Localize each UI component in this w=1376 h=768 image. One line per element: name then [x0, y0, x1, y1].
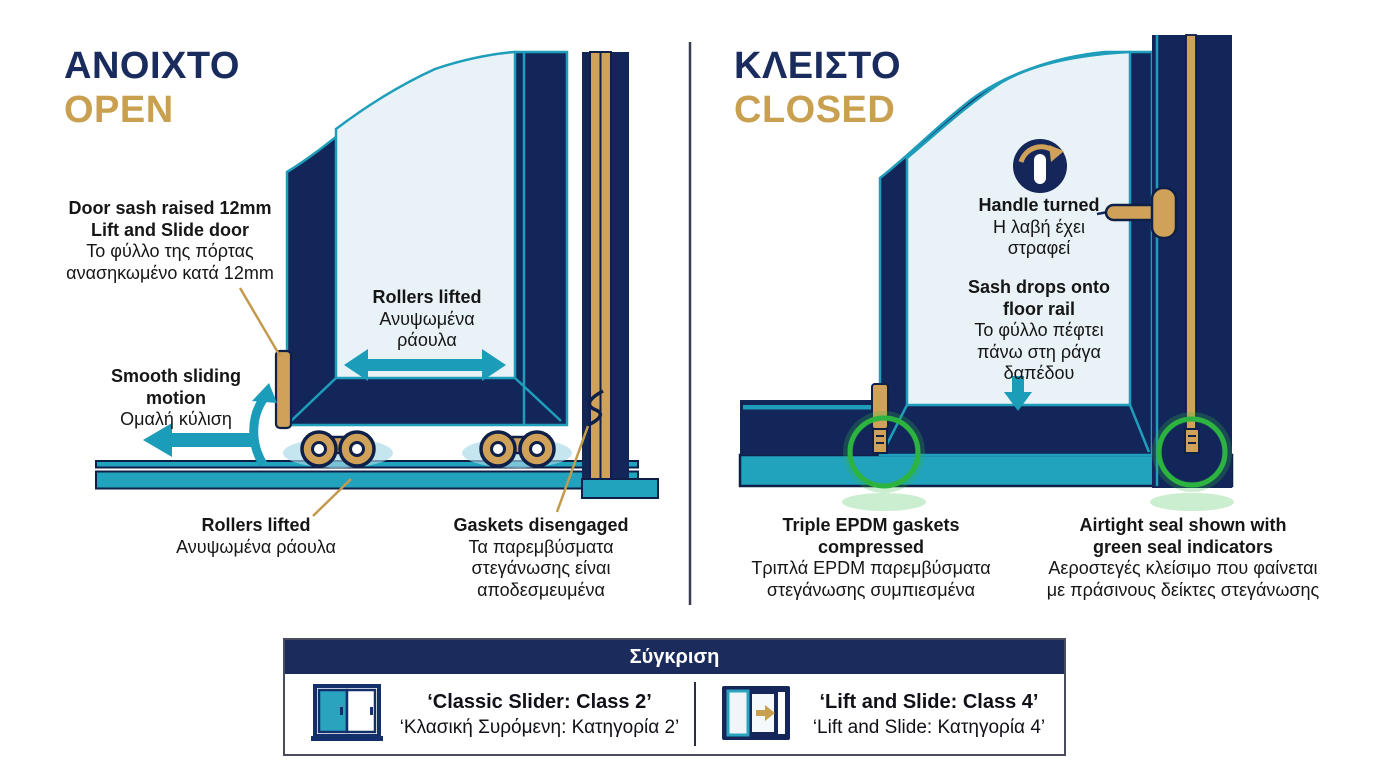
classic-slider-gr: ‘Κλασική Συρόμενη: Κατηγορία 2’ — [399, 716, 680, 738]
label-line: compressed — [817, 536, 925, 557]
gaskets-disengaged-label: Gaskets disengaged Τα παρεμβύσματα στεγά… — [453, 515, 628, 601]
closed-title-greek: ΚΛΕΙΣΤΟ — [734, 45, 902, 87]
door-handle-base — [1150, 186, 1178, 240]
lift-curved-arrowhead — [252, 383, 277, 403]
raised-gasket-bar — [274, 349, 293, 430]
rollers-lifted-floor-label: Rollers lifted Ανυψωμένα ράουλα — [176, 515, 336, 558]
classic-slider-text: ‘Classic Slider: Class 2’ ‘Κλασική Συρόμ… — [385, 689, 694, 740]
compressed-gasket-icon — [1184, 428, 1200, 454]
rollers-lifted-glass-label: Rollers lifted Ανυψωμένα ράουλα — [372, 287, 481, 352]
label-line: Rollers lifted — [201, 515, 311, 535]
closed-door-diagram — [738, 34, 1234, 511]
label-line: Gaskets disengaged — [453, 515, 629, 535]
label-line: αποδεσμευμένα — [477, 579, 605, 600]
label-line: Lift and Slide door — [90, 219, 249, 240]
triple-epdm-label: Triple EPDM gaskets compressed Τριπλά EP… — [751, 515, 990, 601]
open-title-english: OPEN — [64, 89, 174, 131]
interlock-accent — [743, 405, 873, 410]
label-line: Smooth sliding — [111, 366, 241, 386]
label-line: Triple EPDM gaskets — [782, 515, 960, 535]
closed-title-english: CLOSED — [734, 89, 896, 131]
sash-drops-label: Sash drops onto floor rail Το φύλλο πέφτ… — [968, 277, 1110, 385]
pointer-line — [555, 425, 590, 513]
comparison-table: Σύγκριση ‘Classic Slider: Class 2’ ‘Κλασ… — [283, 638, 1066, 756]
gasket-notches — [876, 435, 884, 444]
label-line: Airtight seal shown with — [1079, 515, 1287, 535]
label-line: Ανυψωμένα ράουλα — [176, 536, 336, 557]
drop-down-arrow-icon — [1004, 376, 1032, 411]
label-line: Ομαλή κύλιση — [120, 409, 232, 429]
label-line: Το φύλλο πέφτει — [974, 320, 1104, 340]
label-line: δαπέδου — [1003, 363, 1075, 383]
classic-slider-icon — [311, 684, 383, 741]
lift-slide-en: ‘Lift and Slide: Class 4’ — [819, 690, 1039, 713]
label-line: Τα παρεμβύσματα — [468, 536, 614, 557]
label-line: πάνω στη ράγα — [977, 341, 1101, 362]
lift-slide-text: ‘Lift and Slide: Class 4’ ‘Lift and Slid… — [794, 689, 1064, 740]
green-seal-indicator — [1156, 416, 1228, 488]
label-line: Rollers lifted — [372, 287, 482, 307]
smooth-sliding-label: Smooth sliding motion Ομαλή κύλιση — [111, 366, 241, 431]
open-title: ΑΝΟΙΧΤΟ OPEN — [64, 44, 240, 132]
label-line: στεγάνωσης συμπιεσμένα — [766, 579, 976, 600]
open-door-diagram — [95, 50, 659, 517]
rotate-handle-icon — [1013, 139, 1067, 193]
double-arrow-icon — [344, 349, 506, 381]
floor-rail — [738, 453, 1234, 488]
comparison-table-body: ‘Classic Slider: Class 2’ ‘Κλασική Συρόμ… — [285, 674, 1064, 754]
label-line: Η λαβή έχει — [992, 216, 1085, 237]
label-line: Handle turned — [978, 195, 1100, 215]
rollers — [300, 430, 556, 468]
label-line: με πράσινους δείκτες στεγάνωσης — [1046, 579, 1320, 600]
label-line: Door sash raised 12mm — [68, 198, 272, 218]
label-line: ανασηκωμένο κατά 12mm — [66, 262, 274, 283]
gasket-notches — [1188, 435, 1196, 444]
label-line: Τριπλά EPDM παρεμβύσματα — [751, 558, 991, 578]
label-line: ράουλα — [397, 330, 457, 350]
label-line: Αεροστεγές κλείσιμο που φαίνεται — [1048, 558, 1318, 578]
floor-rail-step — [581, 478, 659, 499]
comparison-table-header: Σύγκριση — [285, 640, 1064, 674]
lift-slide-cell: ‘Lift and Slide: Class 4’ ‘Lift and Slid… — [694, 674, 1064, 754]
seal-glow — [842, 493, 926, 511]
lift-slide-icon — [721, 686, 790, 740]
door-sash-label: Door sash raised 12mm Lift and Slide doo… — [66, 198, 274, 284]
glass-pane — [334, 50, 517, 380]
pointer-line — [238, 287, 282, 357]
pointer-line — [312, 478, 352, 517]
comparison-header-text: Σύγκριση — [629, 646, 720, 668]
label-line: Ανυψωμένα — [379, 308, 475, 329]
label-line: floor rail — [1002, 298, 1076, 319]
label-line: Sash drops onto — [967, 277, 1111, 297]
bevel-line — [1128, 404, 1151, 453]
floor-rail-main — [95, 470, 639, 490]
label-line: motion — [146, 387, 206, 408]
compressed-gasket-icon — [872, 428, 888, 454]
bevel-line — [290, 377, 337, 422]
label-line: στραφεί — [1007, 238, 1071, 258]
classic-slider-en: ‘Classic Slider: Class 2’ — [427, 690, 652, 713]
lift-slide-gr: ‘Lift and Slide: Κατηγορία 4’ — [812, 716, 1046, 738]
table-column-divider — [693, 682, 696, 746]
classic-slider-cell: ‘Classic Slider: Class 2’ ‘Κλασική Συρόμ… — [285, 674, 694, 754]
green-seal-indicator — [847, 415, 921, 489]
seal-glow — [1150, 493, 1234, 511]
lift-curved-arrow-icon — [249, 395, 268, 467]
airtight-seal-label: Airtight seal shown with green seal indi… — [1047, 515, 1319, 601]
handle-turned-label: Handle turned Η λαβή έχει στραφεί — [978, 195, 1099, 260]
closed-title: ΚΛΕΙΣΤΟ CLOSED — [734, 44, 901, 132]
bevel-line — [514, 377, 562, 422]
gasket-strip — [1185, 34, 1197, 451]
slide-left-arrow-icon — [143, 423, 253, 457]
open-title-greek: ΑΝΟΙΧΤΟ — [64, 45, 240, 87]
label-line: green seal indicators — [1092, 536, 1274, 557]
label-line: στεγάνωσης είναι — [471, 558, 611, 578]
disengaged-gasket-icon — [587, 389, 604, 427]
glass-pane — [905, 50, 1132, 407]
label-line: Το φύλλο της πόρτας — [86, 241, 254, 261]
